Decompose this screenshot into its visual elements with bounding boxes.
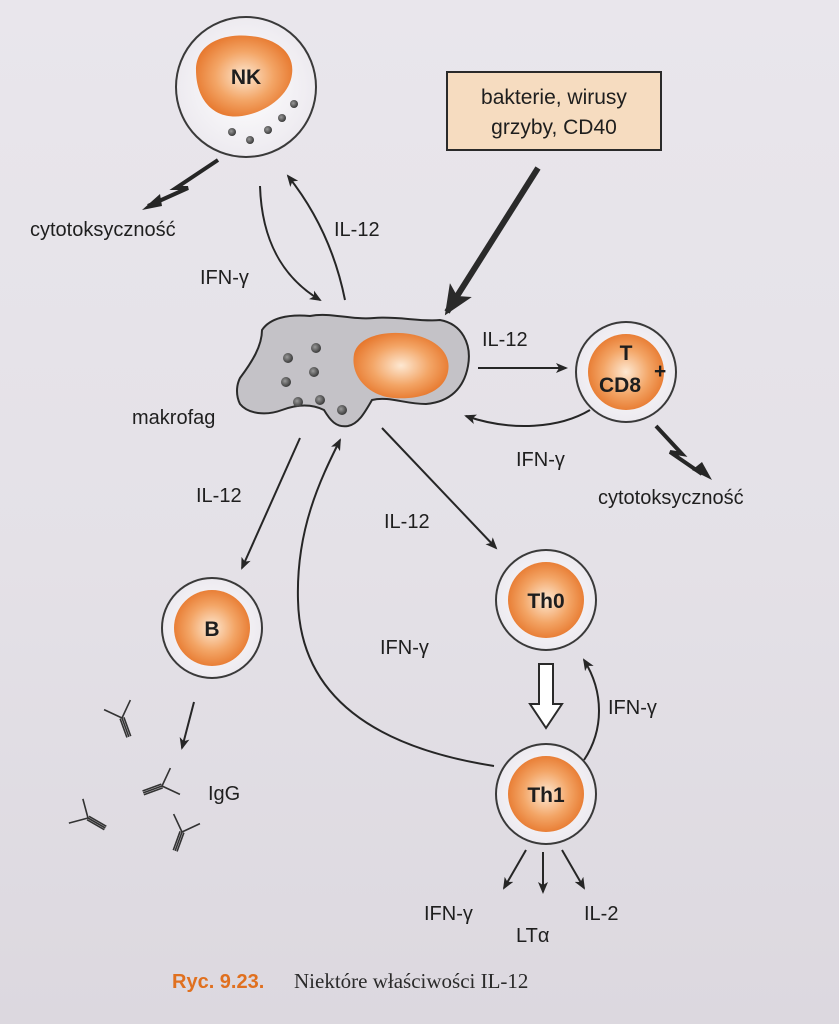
b-to-igg-arrow: [179, 701, 195, 750]
il12-cd8-label: IL-12: [482, 329, 528, 351]
ifng-arrow-nk-to-macrophage: [259, 185, 322, 302]
output-arrow-ifng: [502, 849, 527, 890]
b-label: B: [204, 618, 219, 641]
figure-number: Ryc. 9.23.: [172, 971, 264, 993]
antibody-icon: [68, 798, 107, 831]
ifng-th1-th0-label: IFN-γ: [608, 697, 657, 719]
output-arrow-il2: [561, 849, 586, 890]
stimulus-line-2: grzyby, CD40: [491, 116, 617, 139]
il12-arrow-to-b: [241, 437, 301, 570]
ifng-cd8-label: IFN-γ: [516, 449, 565, 471]
figure-caption: Niektóre właściwości IL-12: [294, 969, 528, 993]
igg-label: IgG: [208, 783, 240, 805]
nk-label: NK: [231, 66, 261, 89]
nk-cytotoxicity-arrow: [142, 158, 220, 210]
ifng-arrow-th1-to-th0: [582, 658, 600, 761]
stimulus-arrow: [444, 166, 541, 316]
output-ifng-label: IFN-γ: [424, 903, 473, 925]
nk-cell: NK: [175, 16, 317, 158]
ifng-arrow-th1-to-macrophage: [296, 438, 495, 767]
il12-b-label: IL-12: [196, 485, 242, 507]
il12-th0-label: IL-12: [384, 511, 430, 533]
b-cell: B: [161, 577, 263, 679]
antibody-icon: [103, 699, 132, 738]
macrophage-label: makrofag: [132, 407, 215, 429]
th1-cell: Th1: [495, 743, 597, 845]
ifng-arrow-cd8-to-macrophage: [464, 409, 591, 428]
macrophage-cell: [236, 313, 470, 428]
output-lta-label: LTα: [516, 925, 549, 947]
t-cd8-label-top: T: [620, 342, 633, 365]
stimulus-line-1: bakterie, wirusy: [481, 86, 627, 109]
il12-arrow-to-th0: [381, 427, 498, 550]
cd8-cytotoxicity-arrow: [654, 424, 712, 480]
antibody-icon: [142, 767, 181, 796]
t-cd8-cell: T CD8 +: [575, 321, 677, 423]
th0-label: Th0: [527, 590, 564, 613]
cd8-effect-label: cytotoksyczność: [598, 487, 744, 509]
ifng-th1-macrophage-label: IFN-γ: [380, 637, 429, 659]
output-il2-label: IL-2: [584, 903, 618, 925]
antibody-icon-group: [68, 699, 201, 852]
antibody-icon: [172, 813, 201, 852]
il12-arrow-macrophage-to-nk: [286, 174, 346, 301]
t-cd8-label-bottom: CD8: [599, 374, 641, 397]
il12-nk-label: IL-12: [334, 219, 380, 241]
differentiation-arrow: [528, 663, 564, 730]
stimulus-box: bakterie, wirusy grzyby, CD40: [446, 71, 662, 151]
nk-effect-label: cytotoksyczność: [30, 219, 176, 241]
t-cd8-label-sup: +: [654, 360, 666, 383]
th0-cell: Th0: [495, 549, 597, 651]
th1-label: Th1: [527, 784, 565, 807]
ifng-nk-label: IFN-γ: [200, 267, 249, 289]
